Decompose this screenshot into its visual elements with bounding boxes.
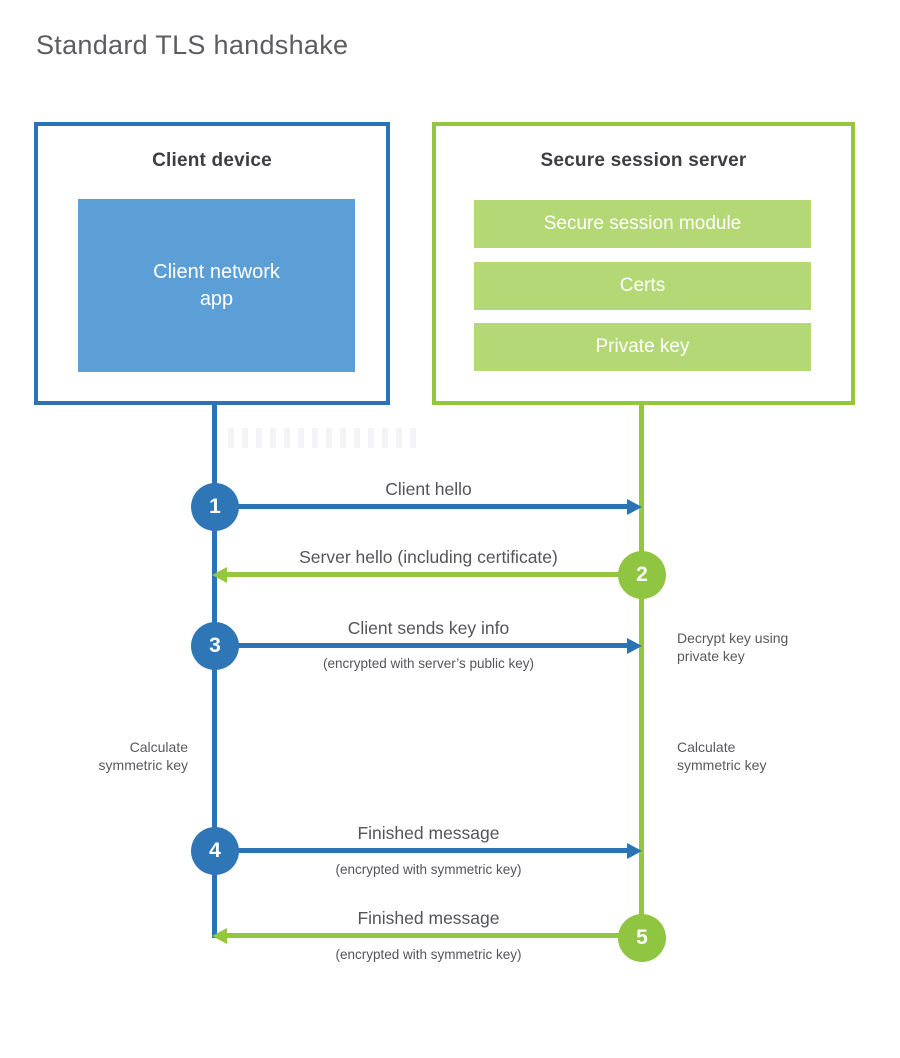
arrowhead-right-step3 (627, 638, 642, 654)
note-decrypt-key: Decrypt key using private key (677, 630, 789, 664)
message-sublabel-key-info: (encrypted with server’s public key) (322, 656, 535, 671)
arrowhead-left-step5 (212, 928, 227, 944)
step-circle-5: 5 (618, 914, 666, 962)
message-sublabel-finished-client: (encrypted with symmetric key) (335, 862, 522, 877)
client-lifeline (212, 403, 217, 938)
note-calculate-symmetric-key-client: Calculate symmetric key (98, 739, 188, 773)
arrow-line-step1 (215, 504, 627, 509)
server-module-certs: Certs (474, 262, 811, 310)
client-network-app-box: Client network app (78, 199, 355, 372)
note-calculate-symmetric-key-server: Calculate symmetric key (677, 739, 767, 773)
ghost-artifact (228, 428, 416, 448)
step-circle-4: 4 (191, 827, 239, 875)
message-label-finished-client: Finished message (357, 823, 500, 843)
arrowhead-right-step1 (627, 499, 642, 515)
server-lifeline (639, 403, 644, 938)
message-label-client-hello: Client hello (385, 479, 472, 499)
server-module-secure-session: Secure session module (474, 200, 811, 248)
message-sublabel-finished-server: (encrypted with symmetric key) (335, 947, 522, 962)
page-title: Standard TLS handshake (36, 30, 349, 60)
client-device-title: Client device (152, 150, 272, 171)
server-module-private-key: Private key (474, 323, 811, 371)
arrow-line-step2 (227, 572, 642, 577)
arrowhead-right-step4 (627, 843, 642, 859)
arrow-line-step3 (215, 643, 627, 648)
step-circle-3: 3 (191, 622, 239, 670)
client-device-box: Client device Client network app (34, 122, 390, 405)
arrowhead-left-step2 (212, 567, 227, 583)
secure-session-server-box: Secure session server Secure session mod… (432, 122, 855, 405)
arrow-line-step4 (215, 848, 627, 853)
message-label-server-hello: Server hello (including certificate) (299, 547, 558, 567)
message-label-key-info: Client sends key info (347, 618, 510, 638)
secure-session-server-title: Secure session server (540, 150, 747, 171)
step-circle-1: 1 (191, 483, 239, 531)
arrow-line-step5 (227, 933, 642, 938)
step-circle-2: 2 (618, 551, 666, 599)
message-label-finished-server: Finished message (357, 908, 500, 928)
